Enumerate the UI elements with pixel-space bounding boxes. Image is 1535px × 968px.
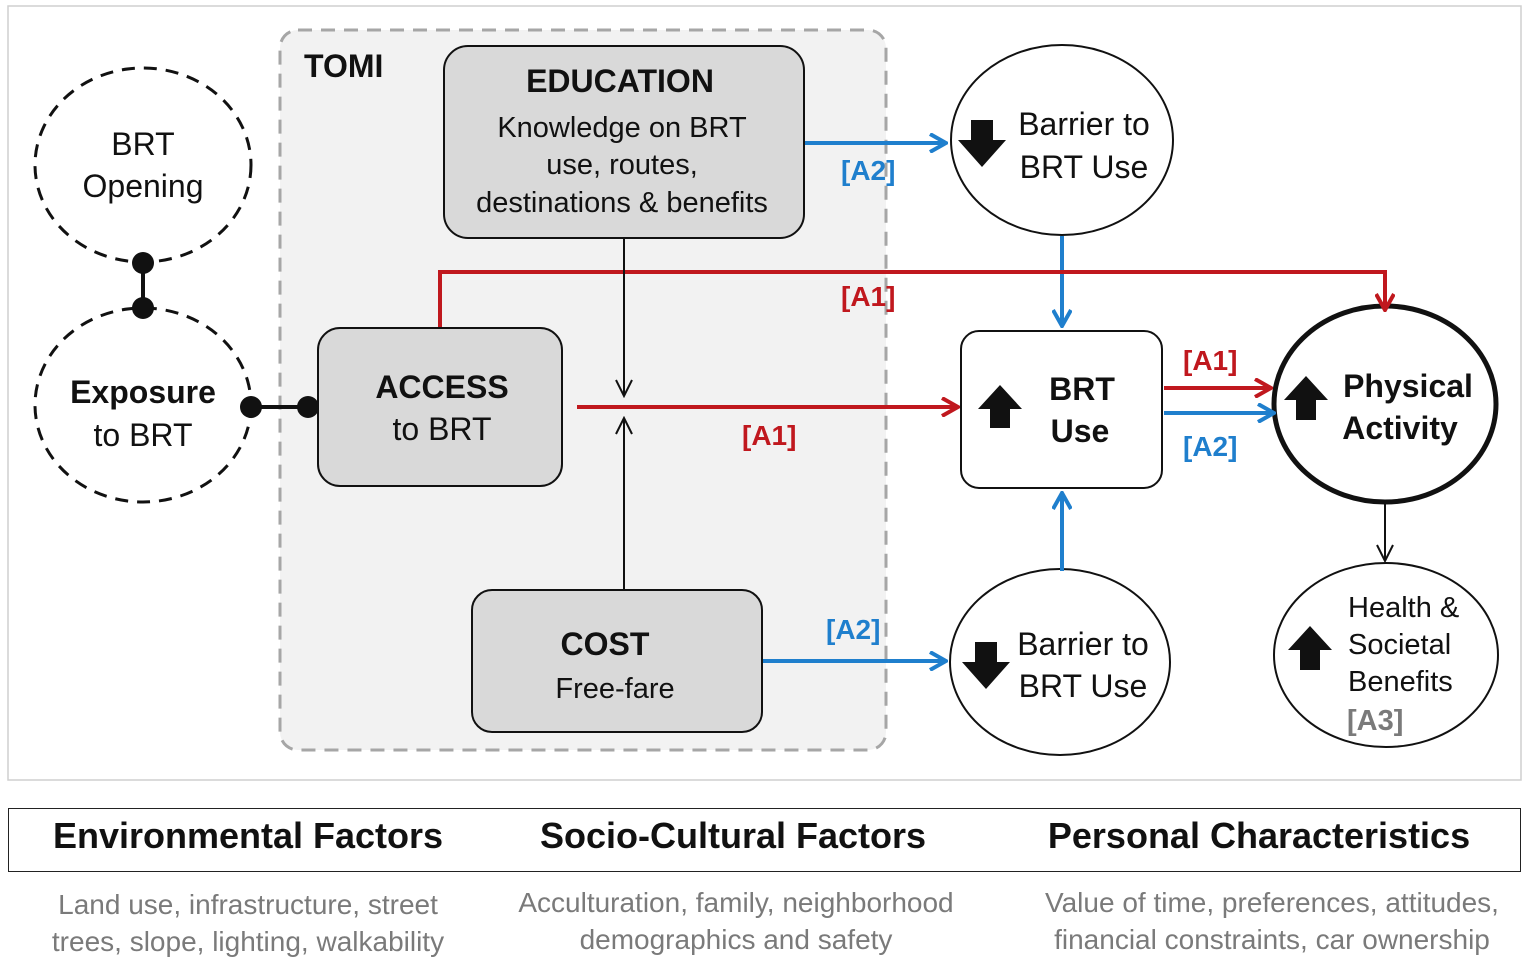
edge-label-access-pa: [A1] (841, 281, 895, 312)
barrier-top-line1: Barrier to (1018, 106, 1150, 142)
edge-access-physical-activity (438, 270, 1385, 327)
factor-desc-line: Acculturation, family, neighborhood (518, 887, 954, 918)
arrow-down-icon (958, 120, 1006, 167)
health-tag: [A3] (1347, 705, 1403, 737)
education-line1: Knowledge on BRT (497, 112, 747, 144)
factor-desc-line: Value of time, preferences, attitudes, (1045, 887, 1499, 918)
physical-activity-line2: Activity (1342, 410, 1458, 446)
exposure-line1: Exposure (70, 374, 216, 410)
cost-line1: Free-fare (555, 673, 674, 705)
health-line3: Benefits (1348, 666, 1453, 698)
education-line3: destinations & benefits (476, 187, 768, 219)
connector-dot (132, 252, 154, 274)
health-line2: Societal (1348, 629, 1451, 661)
barrier-top-line2: BRT Use (1020, 149, 1149, 185)
connector-dot (297, 396, 319, 418)
edge-label-cost-barrier: [A2] (826, 614, 880, 645)
cost-box (471, 589, 763, 733)
factor-desc-line: trees, slope, lighting, walkability (51, 926, 445, 957)
arrow-up-icon (1288, 626, 1332, 670)
tomi-label: TOMI (304, 48, 383, 84)
education-line2: use, routes, (546, 149, 698, 181)
physical-activity-line1: Physical (1343, 368, 1473, 404)
education-title: EDUCATION (526, 63, 714, 99)
factor-title-environmental: Environmental Factors (52, 815, 444, 856)
factor-desc-line: demographics and safety (579, 924, 893, 955)
exposure-line2: to BRT (94, 417, 193, 453)
edge-label-access-brt: [A1] (742, 420, 796, 451)
brt-opening-node (33, 66, 253, 264)
cost-title: COST (561, 626, 650, 662)
barrier-bottom-line2: BRT Use (1019, 668, 1148, 704)
diagram-frame (7, 5, 1522, 781)
brt-opening-line2: Opening (83, 168, 204, 204)
health-line1: Health & (1348, 592, 1459, 624)
factor-title-personal: Personal Characteristics (1047, 815, 1471, 856)
barrier-top-node (950, 44, 1174, 236)
arrow-up-icon (1284, 376, 1328, 420)
brt-use-box (960, 330, 1163, 489)
factor-desc-personal: Value of time, preferences, attitudes, f… (1012, 884, 1532, 958)
factors-header-box (8, 808, 1521, 872)
factor-desc-environmental: Land use, infrastructure, street trees, … (8, 886, 488, 960)
connector-dot (132, 297, 154, 319)
factor-desc-socio-cultural: Acculturation, family, neighborhood demo… (488, 884, 984, 958)
edge-label-brt-pa-red: [A1] (1183, 345, 1237, 376)
brt-opening-line1: BRT (111, 126, 174, 162)
arrow-down-icon (962, 642, 1010, 689)
factor-desc-line: financial constraints, car ownership (1054, 924, 1490, 955)
connector-dot (240, 396, 262, 418)
brt-use-line2: Use (1051, 413, 1110, 449)
access-title: ACCESS (375, 369, 508, 405)
arrow-up-icon (978, 385, 1022, 428)
brt-use-line1: BRT (1049, 371, 1115, 407)
access-box (317, 327, 563, 487)
edge-label-brt-pa-blue: [A2] (1183, 431, 1237, 462)
factor-desc-line: Land use, infrastructure, street (58, 889, 438, 920)
barrier-bottom-line1: Barrier to (1017, 626, 1149, 662)
access-line1: to BRT (393, 411, 492, 447)
health-benefits-node (1273, 562, 1499, 748)
edge-label-edu-barrier: [A2] (841, 155, 895, 186)
factor-title-socio-cultural: Socio-Cultural Factors (539, 815, 927, 856)
